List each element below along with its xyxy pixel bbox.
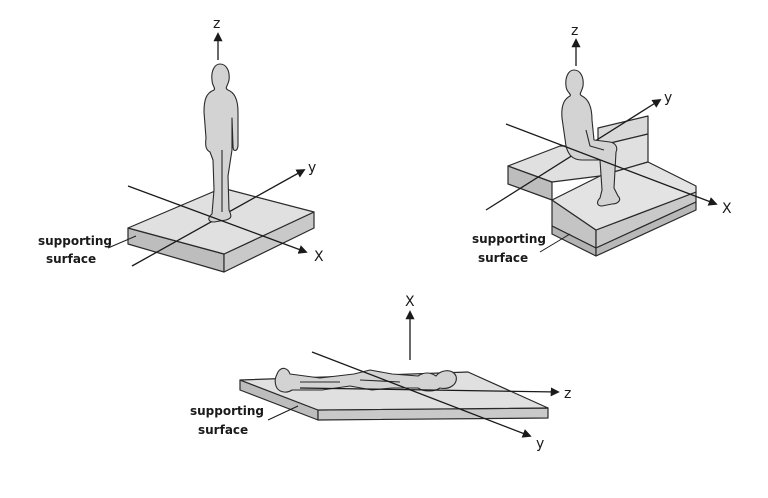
recumbent-y-label: y: [536, 436, 544, 452]
standing-surface-leader: [107, 235, 137, 249]
standing-surface-label-line1: supporting: [38, 234, 112, 248]
recumbent-platform: [239, 371, 549, 421]
recumbent-surface-label-line1: supporting: [190, 404, 264, 418]
standing-x-axis: [127, 185, 308, 254]
seated-x-label: X: [722, 201, 732, 217]
recumbent-person: [274, 367, 457, 393]
seated-x-axis: [505, 123, 718, 206]
recumbent-z-axis: [299, 387, 560, 397]
standing-surface-label-line2: surface: [46, 252, 96, 266]
standing-y-label: y: [308, 160, 316, 176]
recumbent-x-label: X: [405, 294, 415, 310]
seated-z-label: z: [571, 23, 578, 39]
recumbent-y-axis: [311, 351, 532, 438]
seated-person: [561, 69, 621, 207]
recumbent-figure: X z y supporting surface: [190, 294, 571, 452]
recumbent-surface-label-line2: surface: [198, 423, 248, 437]
seated-y-label: y: [664, 90, 672, 106]
standing-person: [203, 63, 239, 223]
standing-x-label: X: [314, 249, 324, 265]
recumbent-surface-leader: [267, 405, 299, 421]
seated-figure: z y X supporting surface: [472, 23, 732, 265]
standing-figure: z y X supporting surface: [38, 16, 324, 273]
seated-surface-label-line1: supporting: [472, 232, 546, 246]
seated-surface-leader: [539, 233, 571, 253]
seated-surface-label-line2: surface: [478, 251, 528, 265]
standing-z-label: z: [213, 16, 220, 32]
recumbent-z-label: z: [564, 386, 571, 402]
